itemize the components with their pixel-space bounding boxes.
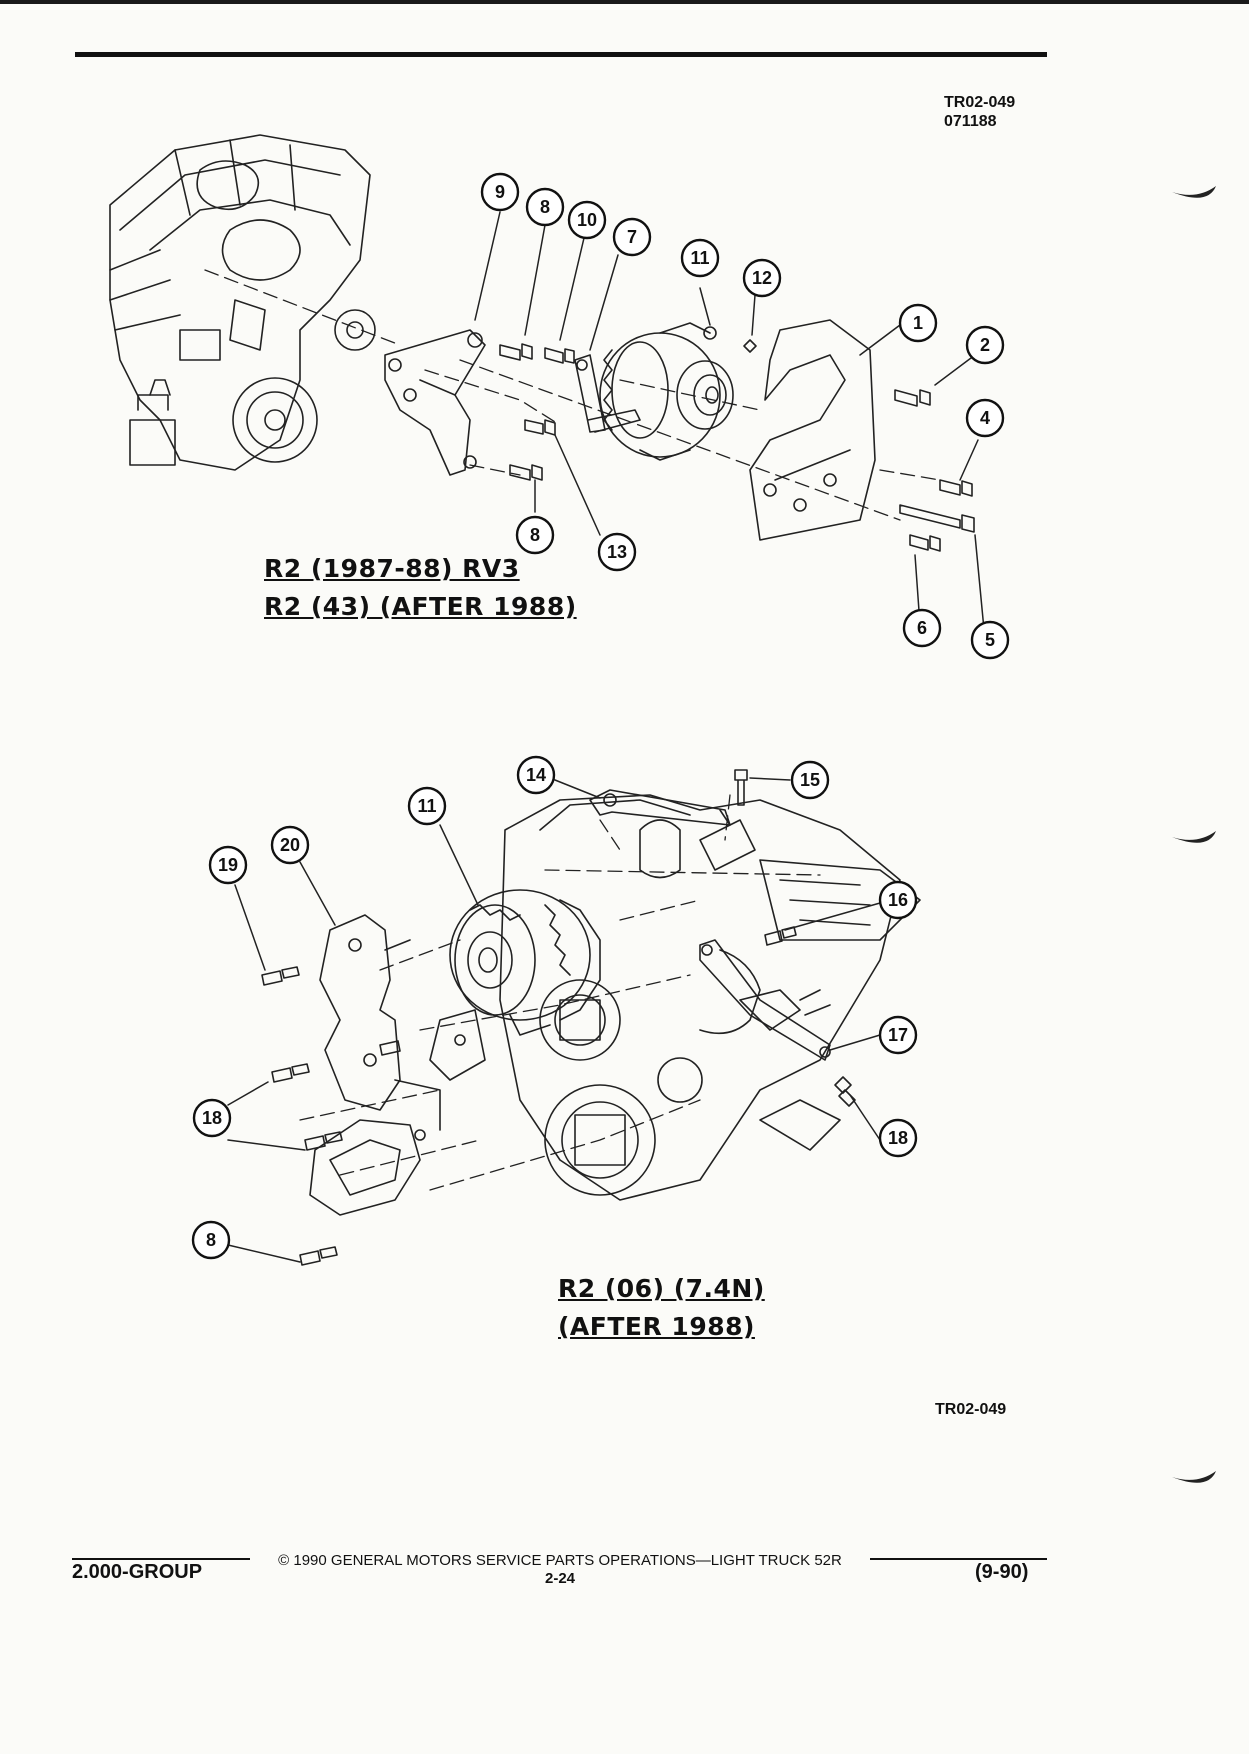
callout-8: 8 [191, 1220, 231, 1260]
callout-5: 5 [970, 620, 1010, 660]
right-brace-drawing [699, 939, 831, 1061]
alternator-mounting-diagram-rv3: 9 8 10 7 11 12 1 2 4 8 13 6 5 [109, 134, 1010, 660]
scan-mark [1172, 831, 1216, 843]
footer-revision: (9-90) [975, 1561, 1029, 1583]
callout-13: 13 [597, 532, 637, 572]
footer-rule-left [72, 1558, 250, 1560]
callout-9: 9 [480, 172, 520, 212]
callout-20: 20 [270, 825, 310, 865]
adjusting-strap-drawing [574, 354, 641, 433]
scan-mark [1172, 186, 1216, 198]
svg-text:8: 8 [540, 197, 550, 217]
svg-text:8: 8 [206, 1230, 216, 1250]
svg-text:11: 11 [417, 796, 436, 816]
svg-text:12: 12 [752, 268, 772, 288]
callout-leaders [227, 777, 881, 1263]
caption-line-2: (AFTER 1988) [558, 1312, 755, 1341]
header-rule [75, 52, 1047, 57]
footer-page-number: 2-24 [544, 1570, 576, 1587]
callout-19: 19 [208, 845, 248, 885]
bolt-drawings [261, 769, 856, 1266]
callout-leaders [474, 211, 986, 641]
callout-17: 17 [878, 1015, 918, 1055]
rear-bracket-drawing [749, 319, 876, 541]
callout-10: 10 [567, 200, 607, 240]
alternator-mounting-diagram-7-4n: 14 15 11 20 19 16 17 18 18 8 [191, 755, 921, 1266]
callout-1: 1 [898, 303, 938, 343]
svg-text:5: 5 [985, 630, 995, 650]
svg-text:20: 20 [280, 835, 300, 855]
callout-18-right: 18 [878, 1118, 918, 1158]
diagram-bottom-caption: R2 (06) (7.4N) (AFTER 1988) [558, 1270, 765, 1346]
callout-8b: 8 [515, 515, 555, 555]
footer-group-label: 2.000-GROUP [72, 1561, 203, 1583]
callout-16: 16 [878, 880, 918, 920]
caption-line-1: R2 (1987-88) RV3 [264, 554, 520, 583]
svg-text:17: 17 [888, 1025, 908, 1045]
svg-text:11: 11 [690, 248, 709, 268]
callout-7: 7 [612, 217, 652, 257]
svg-text:2: 2 [980, 335, 990, 355]
svg-text:4: 4 [980, 408, 990, 428]
callout-8: 8 [525, 187, 565, 227]
callout-14: 14 [516, 755, 556, 795]
footer-copyright: © 1990 GENERAL MOTORS SERVICE PARTS OPER… [278, 1552, 842, 1569]
diagram-top-caption: R2 (1987-88) RV3 R2 (43) (AFTER 1988) [264, 550, 577, 626]
top-brace-drawing [589, 789, 731, 826]
svg-text:18: 18 [202, 1108, 222, 1128]
engine-block-drawing [499, 794, 921, 1201]
callout-15: 15 [790, 760, 830, 800]
alignment-lines [204, 269, 941, 521]
header-reference-code: TR02-049 071188 [944, 93, 1015, 131]
svg-text:13: 13 [607, 542, 627, 562]
callout-11: 11 [407, 786, 447, 826]
callout-11: 11 [680, 238, 720, 278]
callout-18-left: 18 [192, 1098, 232, 1138]
svg-text:6: 6 [917, 618, 927, 638]
alternator-drawing [449, 889, 601, 1036]
date-code: 071188 [944, 113, 997, 130]
footer-rule-right [870, 1558, 1047, 1560]
alignment-lines [299, 794, 821, 1191]
scan-mark [1172, 1471, 1216, 1483]
caption-line-1: R2 (06) (7.4N) [558, 1274, 765, 1303]
svg-text:1: 1 [913, 313, 923, 333]
svg-text:16: 16 [888, 890, 908, 910]
bolt-drawings [499, 339, 975, 552]
svg-text:14: 14 [526, 765, 546, 785]
callout-4: 4 [965, 398, 1005, 438]
engine-block-drawing [109, 134, 376, 471]
svg-text:8: 8 [530, 525, 540, 545]
figure-id: TR02-049 [944, 94, 1016, 111]
svg-text:10: 10 [577, 210, 597, 230]
svg-text:18: 18 [888, 1128, 908, 1148]
callout-6: 6 [902, 608, 942, 648]
front-bracket-drawing [384, 329, 486, 476]
caption-line-2: R2 (43) (AFTER 1988) [264, 592, 577, 621]
figure-code: TR02-049 [935, 1401, 1007, 1418]
svg-text:7: 7 [627, 227, 637, 247]
footer-center: © 1990 GENERAL MOTORS SERVICE PARTS OPER… [240, 1552, 880, 1588]
callout-12: 12 [742, 258, 782, 298]
svg-text:19: 19 [218, 855, 238, 875]
callout-2: 2 [965, 325, 1005, 365]
svg-text:15: 15 [800, 770, 820, 790]
svg-text:9: 9 [495, 182, 505, 202]
alternator-drawing [599, 322, 734, 461]
left-bracket-drawing [309, 914, 486, 1216]
scan-top-edge [0, 0, 1249, 4]
